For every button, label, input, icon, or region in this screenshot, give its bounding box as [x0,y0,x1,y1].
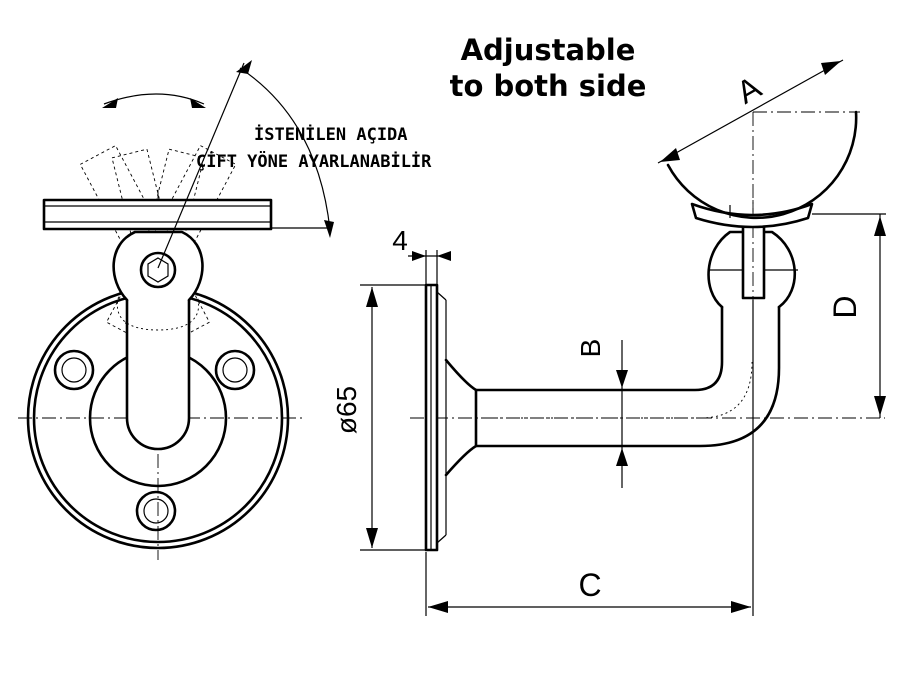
knuckle [707,230,797,309]
arm-tube [474,305,724,392]
side-view: A D B C 4 ø65 [331,59,886,616]
handrail-arc [666,110,858,220]
dim-thickness-label: 4 [392,225,408,256]
bracket-arm-front [125,298,191,451]
bracket-head [112,230,204,302]
screw-hole-bottom [135,490,177,532]
hex-socket-icon [147,257,169,283]
title-line2: to both side [450,69,647,103]
rotation-arc [103,93,205,105]
screw-hole-left [53,349,95,391]
dim-b-label: B [575,339,606,358]
saddle-plate [42,198,273,231]
dim-c-label: C [578,567,601,603]
screw-hole-right [214,349,256,391]
front-view [18,60,334,560]
dim-a-label: A [731,69,768,111]
note-line1: İSTENİLEN AÇIDA [254,123,408,145]
pivot-pin [741,224,766,300]
dim-diameter-label: ø65 [331,386,362,434]
note-line2: ÇİFT YÖNE AYARLANABİLİR [196,150,432,172]
flange-cone [444,358,478,477]
dim-d-label: D [827,295,863,318]
title-line1: Adjustable [461,33,636,67]
